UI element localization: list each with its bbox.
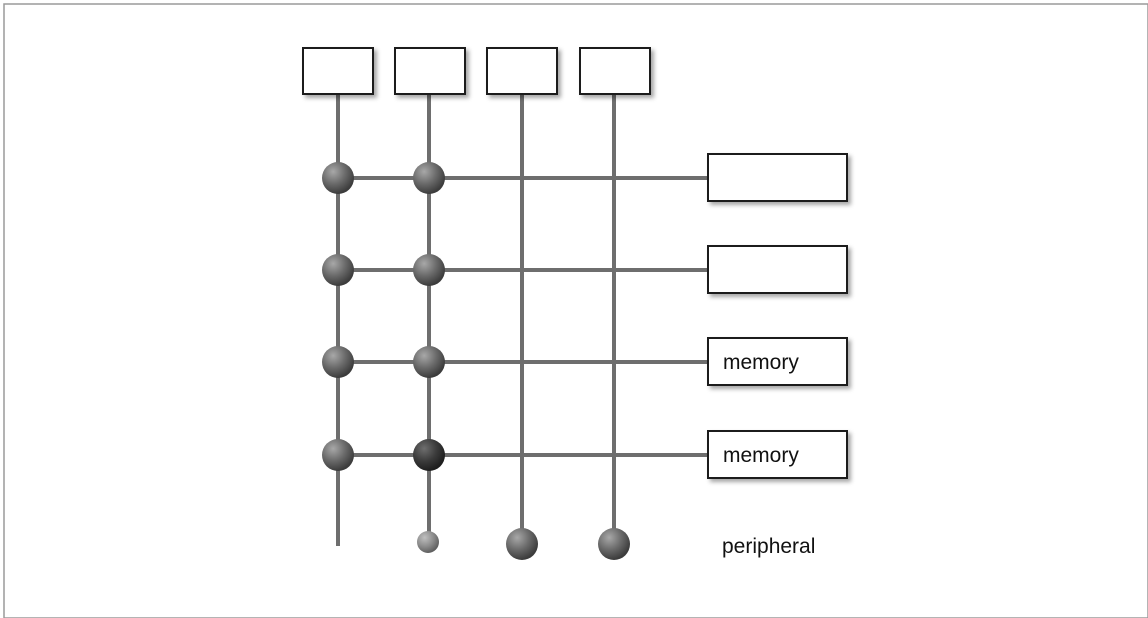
memory-box-3 bbox=[707, 337, 848, 386]
peripheral-node-2 bbox=[417, 531, 439, 553]
memory-boxes: memory memory bbox=[707, 153, 848, 479]
memory-box-2 bbox=[707, 245, 848, 294]
memory-box-3-label: memory bbox=[723, 351, 799, 374]
peripheral-node-3 bbox=[506, 528, 538, 560]
memory-box-1 bbox=[707, 153, 848, 202]
cpu-boxes bbox=[302, 47, 651, 95]
switch-node-2-2 bbox=[413, 254, 445, 286]
cpu-box-3 bbox=[486, 47, 558, 95]
memory-box-4 bbox=[707, 430, 848, 479]
cpu-box-4 bbox=[579, 47, 651, 95]
switch-node-1-2 bbox=[413, 162, 445, 194]
crossbar-nodes bbox=[322, 162, 445, 471]
switch-node-3-1 bbox=[322, 346, 354, 378]
switch-node-2-1 bbox=[322, 254, 354, 286]
frame-border bbox=[3, 3, 1148, 618]
peripheral-node-4 bbox=[598, 528, 630, 560]
switch-node-1-1 bbox=[322, 162, 354, 194]
cpu-box-1 bbox=[302, 47, 374, 95]
cpu-box-2 bbox=[394, 47, 466, 95]
peripheral-label: peripheral bbox=[722, 535, 815, 558]
switch-node-4-1 bbox=[322, 439, 354, 471]
horizontal-buses bbox=[338, 176, 708, 457]
switch-node-4-2 bbox=[413, 439, 445, 471]
switch-node-3-2 bbox=[413, 346, 445, 378]
memory-box-4-label: memory bbox=[723, 444, 799, 467]
vertical-buses bbox=[336, 94, 616, 546]
peripheral-nodes bbox=[417, 528, 630, 560]
